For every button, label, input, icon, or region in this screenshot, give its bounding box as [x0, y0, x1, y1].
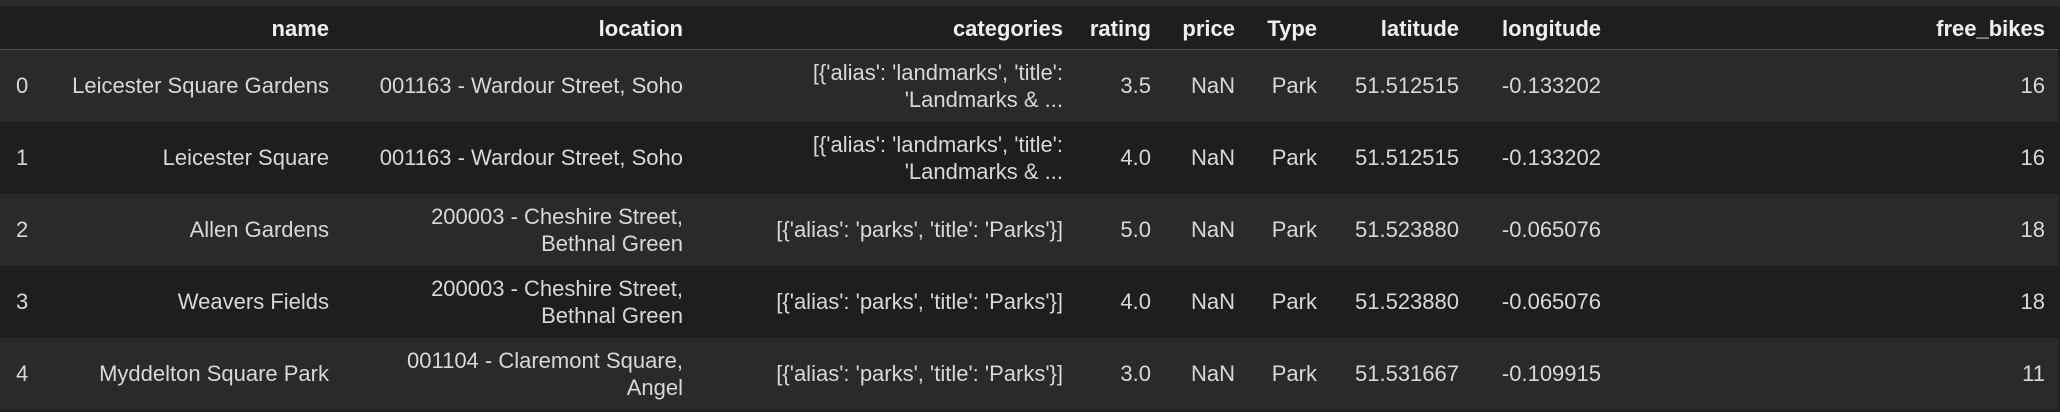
header-latitude: latitude [1330, 8, 1472, 50]
cell-type: Park [1271, 361, 1317, 386]
cell-price: NaN [1190, 361, 1235, 386]
cell-price: NaN [1190, 73, 1235, 99]
cell-free-bikes: 16 [2020, 145, 2045, 170]
cell-rating: 4.0 [1120, 289, 1151, 314]
table-row: 2 Allen Gardens 200003 - Cheshire Street… [0, 193, 2058, 266]
cell-location: 200003 - Cheshire Street, Bethnal Green [431, 203, 683, 256]
table-row: 1 Leicester Square 001163 - Wardour Stre… [0, 121, 2058, 194]
cell-free-bikes: 16 [2020, 73, 2045, 99]
cell-location: 200003 - Cheshire Street, Bethnal Green [431, 275, 683, 328]
cell-index: 3 [16, 289, 29, 314]
cell-latitude: 51.512515 [1355, 73, 1459, 99]
header-categories: categories [696, 8, 1076, 50]
cell-categories: [{'alias': 'landmarks', 'title': 'Landma… [812, 131, 1063, 184]
cell-type: Park [1271, 289, 1317, 314]
cell-categories: [{'alias': 'parks', 'title': 'Parks'}] [776, 361, 1063, 386]
header-type: Type [1248, 8, 1330, 50]
cell-free-bikes: 18 [2020, 289, 2045, 314]
cell-categories: [{'alias': 'landmarks', 'title': 'Landma… [812, 59, 1063, 112]
cell-name: Leicester Square [162, 145, 329, 170]
cell-name: Weavers Fields [177, 289, 329, 314]
cell-categories: [{'alias': 'parks', 'title': 'Parks'}] [776, 217, 1063, 242]
header-row: name location categories rating price Ty… [0, 8, 2058, 50]
cell-latitude: 51.523880 [1355, 289, 1459, 314]
cell-latitude: 51.523880 [1355, 217, 1459, 242]
header-longitude: longitude [1472, 8, 1614, 50]
table-row: 4 Myddelton Square Park 001104 - Claremo… [0, 337, 2058, 410]
cell-index: 1 [16, 145, 29, 170]
cell-latitude: 51.512515 [1355, 145, 1459, 170]
cell-longitude: -0.133202 [1501, 73, 1601, 99]
header-index [0, 8, 56, 50]
header-price: price [1164, 8, 1248, 50]
header-free-bikes: free_bikes [1614, 8, 2058, 50]
cell-location: 001163 - Wardour Street, Soho [379, 145, 683, 170]
cell-price: NaN [1190, 289, 1235, 314]
cell-rating: 4.0 [1120, 145, 1151, 170]
cell-free-bikes: 18 [2020, 217, 2045, 242]
cell-latitude: 51.531667 [1355, 361, 1459, 386]
cell-longitude: -0.133202 [1501, 145, 1601, 170]
cell-index: 4 [16, 361, 29, 386]
cell-name: Allen Gardens [189, 217, 329, 242]
cell-rating: 5.0 [1120, 217, 1151, 242]
cell-index: 0 [16, 73, 29, 99]
cell-name: Myddelton Square Park [99, 361, 329, 386]
cell-type: Park [1271, 217, 1317, 242]
cell-rating: 3.0 [1120, 361, 1151, 386]
cell-longitude: -0.065076 [1501, 217, 1601, 242]
cell-price: NaN [1190, 217, 1235, 242]
cell-type: Park [1271, 73, 1317, 99]
cell-location: 001104 - Claremont Square, Angel [407, 347, 683, 400]
header-rating: rating [1076, 8, 1164, 50]
cell-price: NaN [1190, 145, 1235, 170]
table-row: 3 Weavers Fields 200003 - Cheshire Stree… [0, 265, 2058, 338]
cell-longitude: -0.065076 [1501, 289, 1601, 314]
table-row: 0 Leicester Square Gardens 001163 - Ward… [0, 49, 2058, 122]
cell-categories: [{'alias': 'parks', 'title': 'Parks'}] [776, 289, 1063, 314]
cell-type: Park [1271, 145, 1317, 170]
cell-name: Leicester Square Gardens [72, 73, 329, 99]
header-name: name [56, 8, 342, 50]
header-location: location [342, 8, 696, 50]
output-top-bar [0, 0, 2060, 6]
cell-index: 2 [16, 217, 29, 242]
cell-rating: 3.5 [1120, 73, 1151, 99]
dataframe-table: name location categories rating price Ty… [0, 8, 2058, 410]
cell-free-bikes: 11 [2022, 361, 2045, 386]
cell-location: 001163 - Wardour Street, Soho [379, 73, 683, 99]
cell-longitude: -0.109915 [1501, 361, 1601, 386]
